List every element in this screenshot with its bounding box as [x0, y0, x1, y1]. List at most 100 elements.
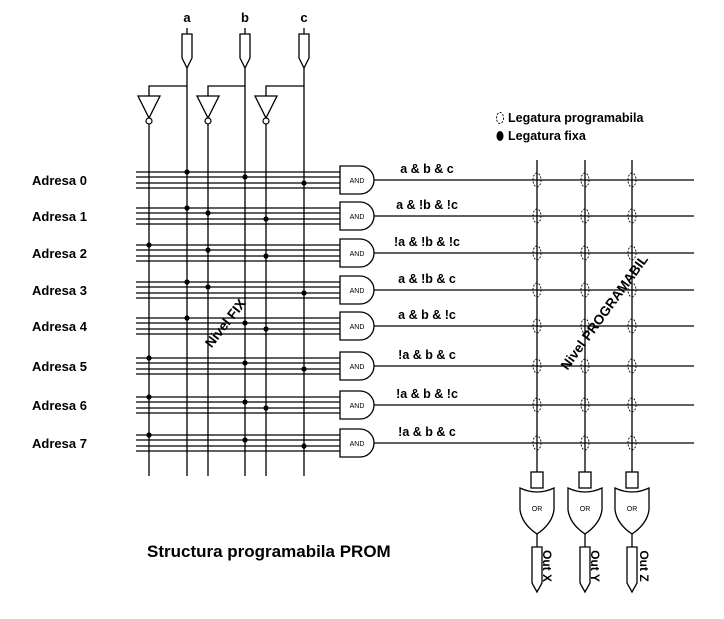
product-term-label-5: !a & b & c — [398, 348, 456, 362]
and-gate-2 — [339, 238, 375, 268]
fixed-connection-r7-a — [146, 432, 152, 438]
programmable-connection-r4-o0 — [532, 318, 542, 334]
fixed-connection-r7-c — [301, 443, 307, 449]
address-label-6: Adresa 6 — [32, 398, 87, 413]
and-gate-label-1: AND — [350, 214, 365, 221]
programmable-connection-r2-o2 — [627, 245, 637, 261]
input-label-c: c — [300, 10, 307, 25]
address-label-2: Adresa 2 — [32, 246, 87, 261]
or-input-block-0 — [530, 471, 544, 489]
inverter-feed-b — [207, 85, 245, 96]
programmable-connection-r2-o1 — [580, 245, 590, 261]
fixed-connection-r6-a — [146, 394, 152, 400]
product-term-label-1: a & !b & !c — [396, 198, 458, 212]
fixed-connection-r3-c — [301, 290, 307, 296]
fixed-connection-r3-a — [184, 279, 190, 285]
output-label-x: Out X — [540, 550, 554, 582]
programmable-connection-r3-o2 — [627, 282, 637, 298]
product-term-label-3: a & !b & c — [398, 272, 456, 286]
inverter-c — [253, 95, 279, 120]
address-label-7: Adresa 7 — [32, 436, 87, 451]
fixed-connection-r4-c — [263, 326, 269, 332]
or-gate-0 — [519, 486, 555, 535]
programmable-connection-r0-o1 — [580, 172, 590, 188]
programmable-connection-r3-o1 — [580, 282, 590, 298]
or-gate-label-1: OR — [580, 506, 591, 513]
input-buffer-a — [181, 33, 193, 70]
programmable-connection-r0-o0 — [532, 172, 542, 188]
product-term-label-2: !a & !b & !c — [394, 235, 460, 249]
and-gate-4 — [339, 311, 375, 341]
address-label-5: Adresa 5 — [32, 359, 87, 374]
and-gate-6 — [339, 390, 375, 420]
input-label-b: b — [241, 10, 249, 25]
output-label-y: Out Y — [588, 550, 602, 582]
diagram-caption: Structura programabila PROM — [147, 542, 391, 561]
programmable-connection-r4-o2 — [627, 318, 637, 334]
programmable-connection-r6-o1 — [580, 397, 590, 413]
or-gate-1 — [567, 486, 603, 535]
fixed-connection-r7-b — [242, 437, 248, 443]
fixed-connection-r6-c — [263, 405, 269, 411]
or-gate-label-0: OR — [532, 506, 543, 513]
or-gate-label-2: OR — [627, 506, 638, 513]
fixed-connection-r5-a — [146, 355, 152, 361]
programmable-level-label: Nivel PROGRAMABIL — [558, 252, 651, 372]
fixed-connection-r4-b — [242, 320, 248, 326]
legend-programmable-label: Legatura programabila — [508, 111, 644, 125]
address-label-3: Adresa 3 — [32, 283, 87, 298]
fixed-connection-r5-b — [242, 360, 248, 366]
and-gate-5 — [339, 351, 375, 381]
and-gate-label-6: AND — [350, 403, 365, 410]
legend-fixed-symbol — [496, 131, 504, 141]
programmable-connection-r4-o1 — [580, 318, 590, 334]
inverter-bubble-c — [262, 117, 270, 125]
input-label-a: a — [183, 10, 191, 25]
and-gate-label-2: AND — [350, 251, 365, 258]
programmable-connection-r2-o0 — [532, 245, 542, 261]
fixed-connection-r0-b — [242, 174, 248, 180]
address-label-0: Adresa 0 — [32, 173, 87, 188]
fixed-connection-r2-a — [146, 242, 152, 248]
programmable-connection-r7-o1 — [580, 435, 590, 451]
and-gate-1 — [339, 201, 375, 231]
fixed-connection-r2-c — [263, 253, 269, 259]
and-gate-label-4: AND — [350, 324, 365, 331]
product-term-label-6: !a & b & !c — [396, 387, 458, 401]
or-gate-2 — [614, 486, 650, 535]
address-label-4: Adresa 4 — [32, 319, 88, 334]
gates-layer — [136, 33, 650, 594]
inverter-a — [136, 95, 162, 120]
programmable-connection-r7-o0 — [532, 435, 542, 451]
programmable-connection-r5-o2 — [627, 358, 637, 374]
product-term-label-4: a & b & !c — [398, 308, 456, 322]
input-buffer-b — [239, 33, 251, 70]
fixed-connection-r2-b — [205, 247, 211, 253]
and-gate-label-7: AND — [350, 441, 365, 448]
output-pin-0 — [531, 546, 543, 594]
programmable-connection-r1-o2 — [627, 208, 637, 224]
connections-layer — [146, 112, 637, 451]
fixed-connection-r4-a — [184, 315, 190, 321]
input-buffer-c — [298, 33, 310, 70]
output-pin-1 — [579, 546, 591, 594]
fixed-connection-r0-c — [301, 180, 307, 186]
fixed-connection-r3-b — [205, 284, 211, 290]
address-label-1: Adresa 1 — [32, 209, 87, 224]
output-pin-2 — [626, 546, 638, 594]
programmable-connection-r6-o2 — [627, 397, 637, 413]
programmable-connection-r7-o2 — [627, 435, 637, 451]
inverter-b — [195, 95, 221, 120]
fixed-connection-r6-b — [242, 399, 248, 405]
product-term-label-7: !a & b & c — [398, 425, 456, 439]
programmable-connection-r0-o2 — [627, 172, 637, 188]
and-gate-label-5: AND — [350, 364, 365, 371]
fixed-connection-r1-c — [263, 216, 269, 222]
programmable-connection-r5-o1 — [580, 358, 590, 374]
wires-layer — [136, 28, 694, 547]
and-gate-label-3: AND — [350, 288, 365, 295]
fixed-connection-r0-a — [184, 169, 190, 175]
programmable-connection-r1-o0 — [532, 208, 542, 224]
or-input-block-2 — [625, 471, 639, 489]
